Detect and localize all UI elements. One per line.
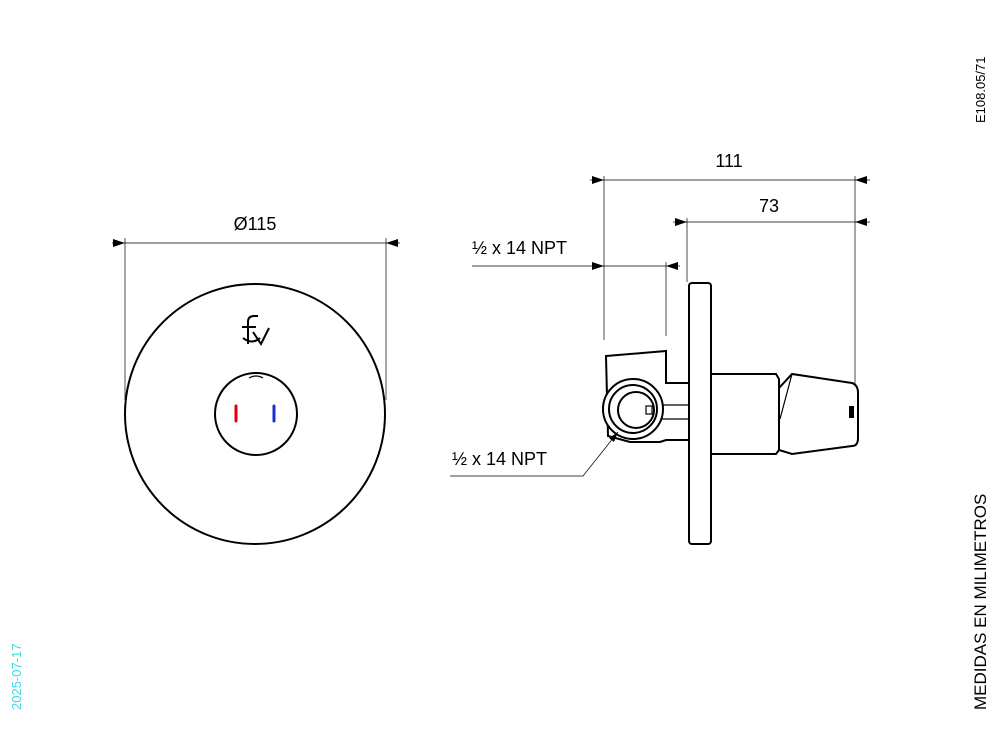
wall-plate	[688, 282, 712, 545]
projection-arrow-left	[675, 218, 687, 226]
side-thread-label: ½ x 14 NPT	[452, 449, 547, 469]
length-arrow-right	[855, 176, 867, 184]
handle-hub	[710, 373, 780, 455]
top-thread-arrow-left	[592, 262, 604, 270]
front-view: Ø115	[112, 214, 400, 545]
handle-cap-facet	[779, 373, 793, 420]
side-thread-leader-arrow	[609, 432, 618, 442]
side-view: 111 73 ½ x 14 NPT ½ x 14 NPT	[450, 151, 870, 545]
escutcheon-plate	[124, 283, 386, 545]
side-inlet-bore	[617, 391, 655, 429]
diameter-label: Ø115	[234, 214, 277, 234]
side-inlet-ring	[608, 384, 658, 434]
units-note: MEDIDAS EN MILIMETROS	[971, 494, 990, 710]
length-arrow-left	[592, 176, 604, 184]
handle-indicator-notch	[248, 375, 264, 379]
drawing-code: E108.05/71	[973, 56, 988, 123]
projection-arrow-right	[855, 218, 867, 226]
top-thread-arrow-right	[666, 262, 678, 270]
top-thread-label: ½ x 14 NPT	[472, 238, 567, 258]
handle-cap-tip	[849, 406, 854, 418]
diameter-arrow-left	[113, 239, 125, 247]
projection-label: 73	[759, 196, 779, 216]
side-inlet-key	[645, 405, 653, 415]
fv-logo-icon	[242, 315, 270, 346]
handle-knob	[214, 372, 298, 456]
handle-cap	[778, 372, 859, 456]
date-stamp: 2025-07-17	[9, 644, 24, 711]
side-thread-leader	[450, 431, 619, 477]
diameter-arrow-right	[386, 239, 398, 247]
overall-length-label: 111	[715, 151, 742, 171]
